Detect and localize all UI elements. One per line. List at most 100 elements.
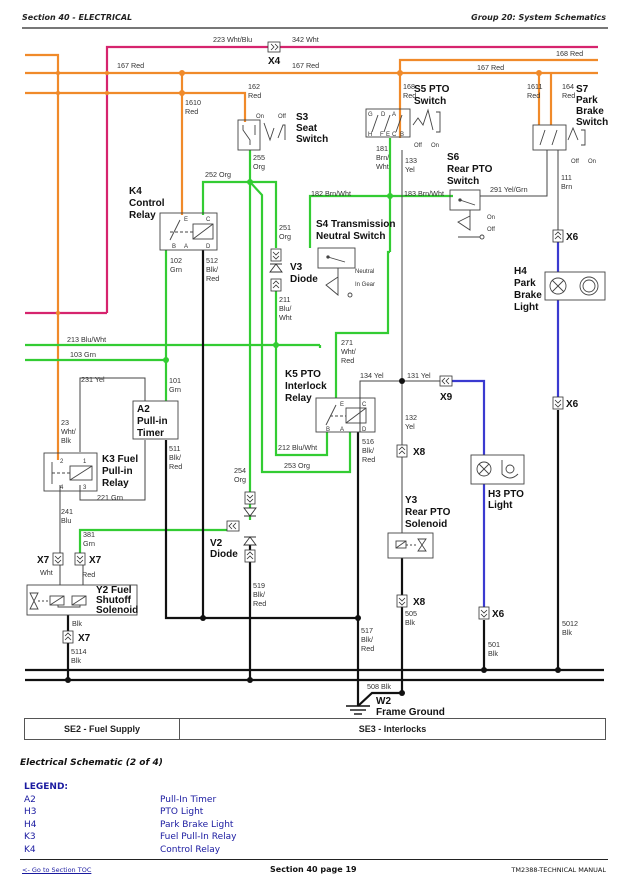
svg-text:Wht: Wht	[279, 313, 292, 322]
svg-text:Wht/: Wht/	[61, 427, 76, 436]
diode-v2-icon	[243, 491, 257, 563]
wire-label: 182 Brn/Wht	[311, 189, 351, 198]
svg-text:101: 101	[169, 376, 181, 385]
svg-text:Switch: Switch	[447, 176, 479, 187]
svg-text:Frame Ground: Frame Ground	[376, 707, 445, 718]
svg-text:Yel: Yel	[405, 165, 415, 174]
footer-rule	[20, 859, 608, 860]
connector-x7-icon	[62, 630, 74, 644]
svg-text:Relay: Relay	[285, 393, 312, 404]
svg-text:Switch: Switch	[296, 134, 328, 145]
connector-x8-icon	[396, 444, 408, 458]
svg-text:Blk: Blk	[71, 656, 81, 665]
wire-label: Red	[82, 570, 95, 579]
section-table: SE2 - Fuel Supply SE3 - Interlocks	[24, 718, 606, 740]
svg-text:Control: Control	[129, 198, 165, 209]
wire-label: 291 Yel/Grn	[490, 185, 528, 194]
svg-text:H3 PTO: H3 PTO	[488, 489, 524, 500]
wiring-schematic: E C B A D E C B A D	[25, 35, 608, 718]
svg-text:Blk: Blk	[61, 436, 71, 445]
s7-off: Off	[571, 159, 579, 165]
wire-label: 167 Red	[477, 63, 504, 72]
blue-wires	[452, 240, 560, 608]
svg-text:Org: Org	[234, 475, 246, 484]
section-se2: SE2 - Fuel Supply	[25, 719, 180, 739]
svg-text:Red: Red	[403, 91, 416, 100]
group-header: Group 20: System Schematics	[471, 13, 606, 22]
park-brake-light-icon	[544, 271, 606, 301]
svg-text:Park: Park	[576, 95, 598, 106]
wire-label: 221 Grn	[97, 493, 123, 502]
svg-text:Yel: Yel	[405, 422, 415, 431]
svg-text:W2: W2	[376, 696, 391, 707]
svg-text:1611: 1611	[527, 82, 542, 91]
svg-text:Rear PTO: Rear PTO	[447, 164, 493, 175]
svg-text:Blk/: Blk/	[253, 590, 265, 599]
svg-text:501: 501	[488, 640, 500, 649]
pull-in-timer-box	[132, 400, 179, 440]
svg-text:Brn/: Brn/	[376, 153, 389, 162]
orange-junctions	[55, 70, 542, 316]
schematic-caption: Electrical Schematic (2 of 4)	[20, 758, 163, 768]
s3-off: Off	[278, 114, 286, 120]
svg-text:Timer: Timer	[137, 428, 164, 439]
wire-label: 508 Blk	[367, 682, 391, 691]
black-junctions	[65, 378, 561, 696]
connector-x6-icon	[552, 396, 564, 410]
control-relay-icon	[159, 212, 218, 251]
svg-text:164: 164	[562, 82, 574, 91]
svg-text:Brake: Brake	[514, 290, 542, 301]
rear-pto-solenoid-icon	[387, 532, 434, 559]
wire-label: 253 Org	[284, 461, 310, 470]
svg-text:Seat: Seat	[296, 123, 318, 134]
svg-text:Light: Light	[488, 500, 513, 511]
svg-text:Red: Red	[206, 274, 219, 283]
svg-text:111: 111	[561, 173, 572, 182]
svg-text:1610: 1610	[185, 98, 201, 107]
wire-label: 252 Org	[205, 170, 231, 179]
park-brake-switch-icon	[532, 124, 586, 151]
connector-label: X6	[492, 609, 505, 620]
svg-text:Blu/: Blu/	[279, 304, 291, 313]
svg-text:381: 381	[83, 530, 95, 539]
svg-text:211: 211	[279, 295, 290, 304]
svg-text:Red: Red	[361, 644, 374, 653]
wire-label: 213 Blu/Wht	[67, 335, 106, 344]
svg-text:5114: 5114	[71, 647, 86, 656]
svg-text:A: A	[184, 244, 188, 250]
svg-text:254: 254	[234, 466, 246, 475]
connector-label: X8	[413, 597, 426, 608]
wire-223-342	[25, 45, 598, 315]
svg-text:Grn: Grn	[169, 385, 181, 394]
wire-label: 103 Grn	[70, 350, 96, 359]
wire-label: 167 Red	[117, 61, 144, 70]
wire-label: 231 Yel	[81, 375, 105, 384]
svg-text:4: 4	[60, 485, 64, 491]
svg-text:Red: Red	[185, 107, 198, 116]
wire-label: 342 Wht	[292, 35, 319, 44]
rear-pto-switch-icon	[449, 189, 485, 240]
s6-off: Off	[487, 227, 495, 233]
svg-text:3: 3	[83, 485, 87, 491]
s3-on: On	[256, 114, 264, 120]
svg-text:Rear PTO: Rear PTO	[405, 507, 451, 518]
seat-switch-icon	[237, 119, 286, 151]
svg-text:B: B	[326, 427, 330, 433]
wire-label: 183 Brn/Wht	[404, 189, 444, 198]
svg-text:Switch: Switch	[414, 96, 446, 107]
svg-text:519: 519	[253, 581, 265, 590]
svg-text:133: 133	[405, 156, 417, 165]
section-toc-link[interactable]: <- Go to Section TOC	[22, 866, 92, 874]
svg-text:Blk: Blk	[562, 628, 572, 637]
svg-text:251: 251	[279, 223, 291, 232]
svg-text:E: E	[184, 217, 188, 223]
